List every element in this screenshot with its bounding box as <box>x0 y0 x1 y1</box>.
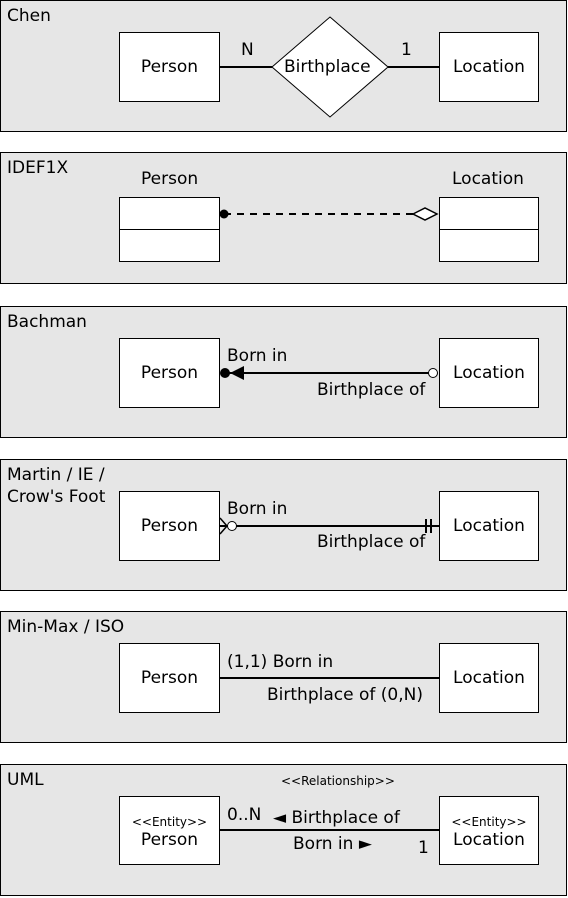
entity-location: Location <box>439 643 539 713</box>
crows-foot-lower <box>219 525 228 535</box>
hollow-dot <box>227 521 237 531</box>
entity-location: Location <box>439 338 539 408</box>
cardinality-left: N <box>241 40 254 60</box>
filled-dot <box>219 209 229 219</box>
entity-location: Location <box>439 491 539 561</box>
role-bottom: Birthplace of (0,N) <box>267 685 423 705</box>
entity-location-name: Location <box>452 169 524 189</box>
crows-foot-upper <box>219 517 228 527</box>
entity-person: <<Entity>> Person <box>119 796 220 865</box>
uml-panel: UML <<Relationship>> <<Entity>> Person <… <box>0 764 567 896</box>
entity-stereotype: <<Entity>> <box>451 814 527 829</box>
role-top: (1,1) Born in <box>227 652 334 672</box>
panel-title: IDEF1X <box>7 158 69 178</box>
panel-title: UML <box>7 770 44 790</box>
relationship-label: Birthplace <box>284 57 371 77</box>
bachman-panel: Bachman Person Location Born in Birthpla… <box>0 306 567 438</box>
panel-title: Martin / IE / Crow's Foot <box>7 465 106 507</box>
cardinality-left: 0..N <box>227 805 262 825</box>
uml-lines <box>220 829 439 831</box>
entity-person-name: Person <box>141 169 199 189</box>
arrowhead <box>230 366 244 380</box>
entity-name: Location <box>453 829 525 850</box>
idef1x-panel: IDEF1X Person Location <box>0 152 567 284</box>
martin-panel: Martin / IE / Crow's Foot Person Locatio… <box>0 459 567 591</box>
idef1x-lines <box>119 197 539 262</box>
hollow-diamond <box>411 207 439 221</box>
entity-person: Person <box>119 32 220 102</box>
role-bottom: Born in ► <box>293 834 372 854</box>
entity-person: Person <box>119 643 220 713</box>
entity-location: Location <box>439 32 539 102</box>
relationship-stereotype: <<Relationship>> <box>281 774 395 788</box>
filled-dot <box>220 368 230 378</box>
entity-name: Person <box>140 829 199 850</box>
entity-location: <<Entity>> Location <box>439 796 539 865</box>
role-top: ◄ Birthplace of <box>273 808 400 828</box>
hollow-dot <box>428 368 438 378</box>
role-top: Born in <box>227 346 288 366</box>
panel-title: Min-Max / ISO <box>7 617 125 637</box>
panel-title: Chen <box>7 6 51 26</box>
role-bottom: Birthplace of <box>317 380 426 400</box>
chen-lines <box>219 16 439 118</box>
relationship-diamond <box>271 16 389 118</box>
minmax-lines <box>220 677 439 679</box>
role-top: Born in <box>227 499 288 519</box>
panel-title: Bachman <box>7 312 87 332</box>
cardinality-right: 1 <box>418 838 429 858</box>
martin-lines <box>219 517 439 535</box>
entity-stereotype: <<Entity>> <box>131 814 208 829</box>
minmax-panel: Min-Max / ISO Person Location (1,1) Born… <box>0 611 567 743</box>
bachman-lines <box>220 366 438 380</box>
role-bottom: Birthplace of <box>317 532 426 552</box>
entity-person: Person <box>119 491 220 561</box>
entity-person: Person <box>119 338 220 408</box>
cardinality-right: 1 <box>401 40 412 60</box>
chen-panel: Chen Person Birthplace Location N 1 <box>0 0 567 132</box>
